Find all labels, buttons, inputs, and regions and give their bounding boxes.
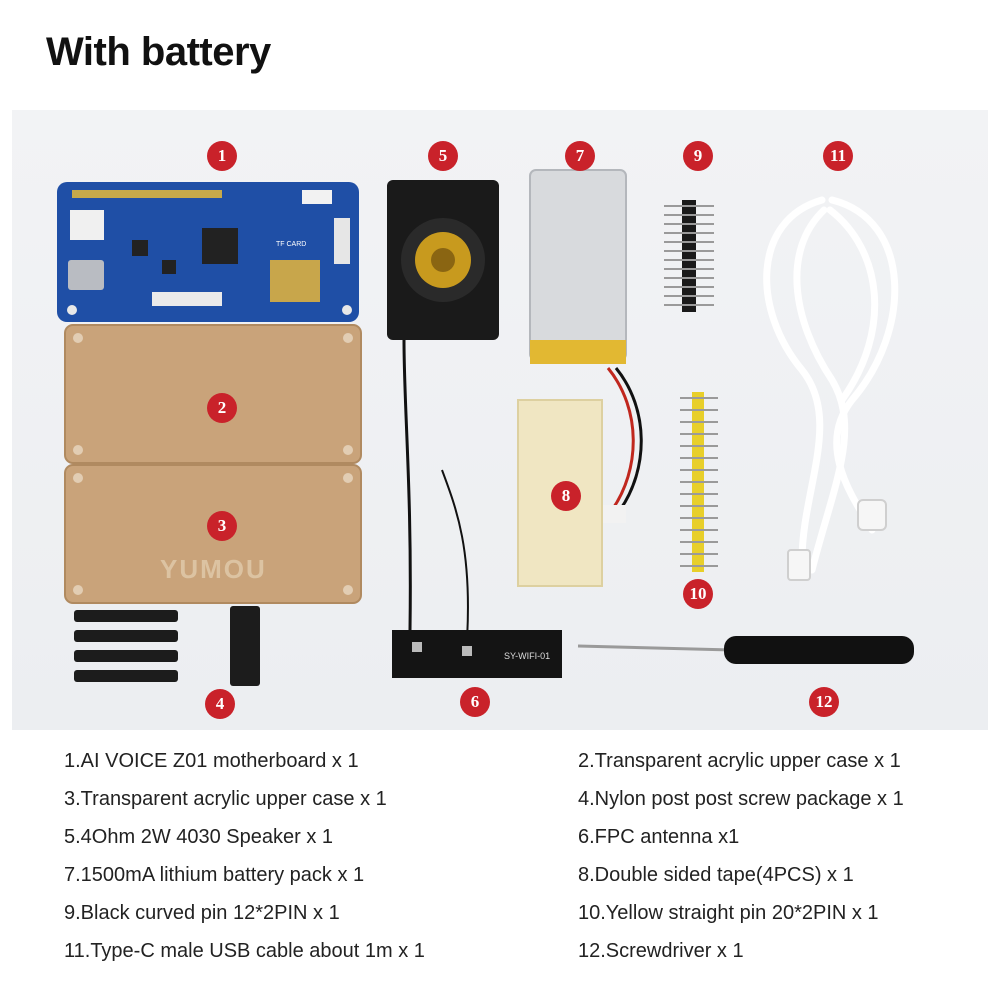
badge-2: 2 bbox=[207, 393, 237, 423]
badge-3: 3 bbox=[207, 511, 237, 541]
badge-9: 9 bbox=[683, 141, 713, 171]
part-item-8: 8.Double sided tape(4PCS) x 1 bbox=[578, 864, 854, 886]
black-pin-header-image bbox=[664, 200, 714, 312]
part-item-11: 11.Type-C male USB cable about 1m x 1 bbox=[64, 940, 425, 962]
fpc-antenna-image: SY-WIFI-01 bbox=[392, 469, 562, 678]
badge-5: 5 bbox=[428, 141, 458, 171]
speaker-image bbox=[387, 180, 499, 631]
part-item-10: 10.Yellow straight pin 20*2PIN x 1 bbox=[578, 902, 879, 924]
part-item-3: 3.Transparent acrylic upper case x 1 bbox=[64, 788, 387, 810]
part-item-9: 9.Black curved pin 12*2PIN x 1 bbox=[64, 902, 340, 924]
page-title: With battery bbox=[46, 30, 271, 74]
kit-illustration: TF CARD YUMOU bbox=[57, 169, 914, 686]
acrylic-case-upper-image bbox=[64, 324, 362, 464]
badge-8: 8 bbox=[551, 481, 581, 511]
usb-cable-image bbox=[763, 196, 899, 581]
badge-11: 11 bbox=[823, 141, 853, 171]
screwdriver-image bbox=[577, 636, 914, 664]
badge-10: 10 bbox=[683, 579, 713, 609]
product-photo: TF CARD YUMOU bbox=[12, 110, 988, 730]
svg-text:YUMOU: YUMOU bbox=[160, 554, 267, 584]
yellow-pin-header-image bbox=[680, 392, 718, 572]
part-item-6: 6.FPC antenna x1 bbox=[578, 826, 740, 848]
badge-4: 4 bbox=[205, 689, 235, 719]
badge-12: 12 bbox=[809, 687, 839, 717]
part-item-12: 12.Screwdriver x 1 bbox=[578, 940, 744, 962]
svg-text:TF CARD: TF CARD bbox=[276, 241, 306, 248]
motherboard-image: TF CARD bbox=[57, 182, 359, 322]
badge-7: 7 bbox=[565, 141, 595, 171]
svg-text:SY-WIFI-01: SY-WIFI-01 bbox=[504, 651, 550, 661]
badge-6: 6 bbox=[460, 687, 490, 717]
part-item-5: 5.4Ohm 2W 4030 Speaker x 1 bbox=[64, 826, 334, 848]
part-item-7: 7.1500mA lithium battery pack x 1 bbox=[64, 864, 365, 886]
part-item-4: 4.Nylon post post screw package x 1 bbox=[578, 788, 904, 810]
part-item-1: 1.AI VOICE Z01 motherboard x 1 bbox=[64, 750, 359, 772]
badge-1: 1 bbox=[207, 141, 237, 171]
nylon-posts-image bbox=[74, 606, 260, 686]
part-item-2: 2.Transparent acrylic upper case x 1 bbox=[578, 750, 901, 772]
